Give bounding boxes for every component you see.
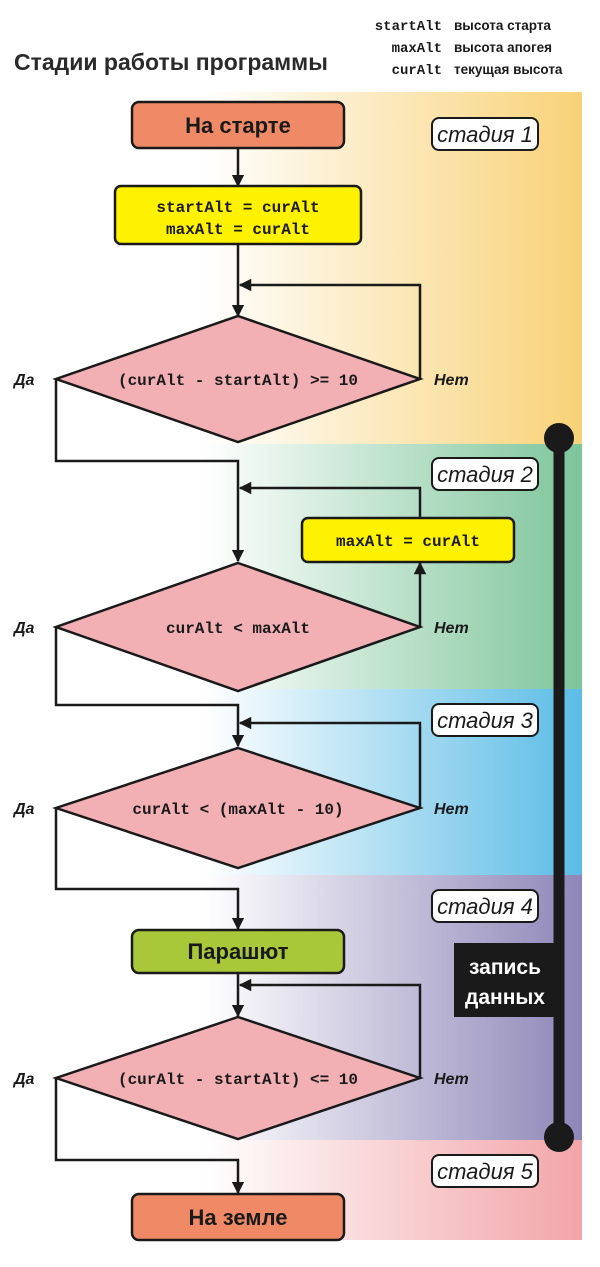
legend-desc-max: высота апогея [454, 40, 552, 55]
end-terminal: На земле [130, 1192, 346, 1242]
decision-1-no: Нет [434, 372, 469, 389]
update-maxalt-label: maxAlt = curAlt [336, 533, 480, 551]
flow-connectors [54, 148, 427, 1195]
init-process-box: startAlt = curAlt maxAlt = curAlt [113, 184, 363, 246]
start-terminal-label: На старте [185, 113, 291, 138]
decision-3-yes: Да [12, 801, 35, 818]
stage-label-1: стадия 1 [431, 117, 539, 151]
legend-desc-start: высота старта [454, 18, 551, 33]
data-recording-bar: запись данных [454, 423, 574, 1152]
stage-label-4: стадия 4 [431, 889, 539, 923]
stage-label-3: стадия 3 [431, 703, 539, 737]
legend-desc-cur: текущая высота [454, 62, 563, 77]
update-maxalt-box: maxAlt = curAlt [300, 516, 516, 564]
decision-2-condition: curAlt < maxAlt [166, 620, 310, 638]
decision-4: (curAlt - startAlt) <= 10 [52, 1015, 424, 1141]
parachute-label: Парашют [187, 939, 288, 964]
legend-var-start: startAlt [375, 19, 442, 35]
legend-var-max: maxAlt [392, 41, 442, 57]
decision-2-yes: Да [12, 620, 35, 637]
svg-text:стадия 3: стадия 3 [437, 708, 534, 733]
decision-2: curAlt < maxAlt [52, 561, 424, 693]
decision-1-yes: Да [12, 372, 35, 389]
legend-var-cur: curAlt [392, 63, 442, 79]
decision-4-no: Нет [434, 1071, 469, 1088]
recording-label-line2: данных [465, 986, 545, 1009]
svg-text:стадия 5: стадия 5 [437, 1159, 534, 1184]
diagram-title: Стадии работы программы [14, 49, 328, 75]
start-terminal: На старте [130, 100, 346, 150]
svg-text:стадия 4: стадия 4 [437, 894, 533, 919]
legend: startAlt высота старта maxAlt высота апо… [375, 18, 563, 79]
init-line-1: startAlt = curAlt [156, 199, 319, 217]
svg-text:стадия 2: стадия 2 [437, 462, 533, 487]
decision-1-condition: (curAlt - startAlt) >= 10 [118, 372, 358, 390]
decision-4-yes: Да [12, 1071, 35, 1088]
decision-3: curAlt < (maxAlt - 10) [52, 746, 424, 870]
end-terminal-label: На земле [188, 1205, 287, 1230]
recording-label-line1: запись [469, 956, 541, 979]
init-line-2: maxAlt = curAlt [166, 221, 310, 239]
parachute-box: Парашют [130, 928, 346, 975]
stage-label-2: стадия 2 [431, 457, 539, 491]
svg-text:стадия 1: стадия 1 [437, 122, 533, 147]
stage-label-5: стадия 5 [431, 1154, 539, 1188]
decision-3-no: Нет [434, 801, 469, 818]
decision-3-condition: curAlt < (maxAlt - 10) [132, 801, 343, 819]
decision-1: (curAlt - startAlt) >= 10 [52, 314, 424, 444]
decision-4-condition: (curAlt - startAlt) <= 10 [118, 1071, 358, 1089]
decision-2-no: Нет [434, 620, 469, 637]
